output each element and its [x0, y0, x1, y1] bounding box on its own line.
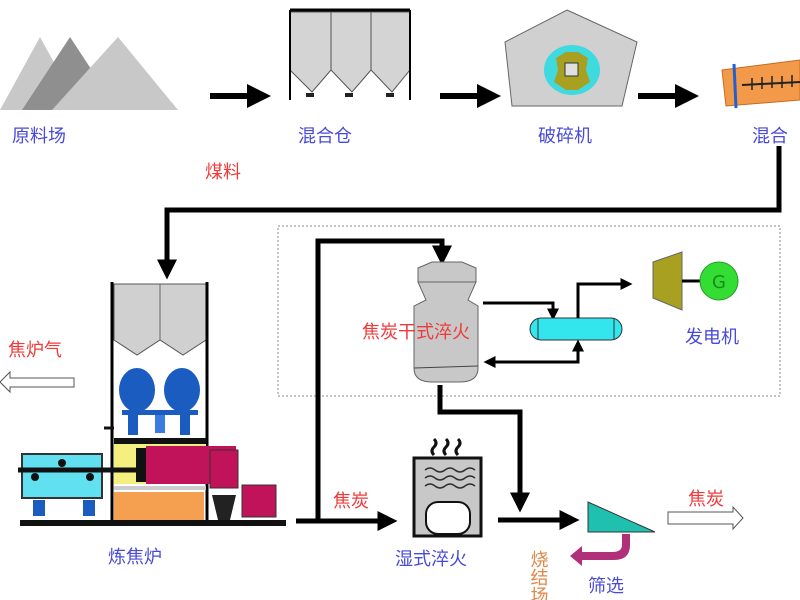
- coke-output-arrow: [667, 505, 744, 531]
- gas-output-arrow: [0, 370, 75, 394]
- raw-material-piles-icon: [0, 37, 178, 110]
- coal-label: 煤料: [205, 162, 241, 183]
- dry-quench-tower-icon: [413, 261, 479, 383]
- dry-coke-output-line: [437, 385, 530, 513]
- coke-oven-gas-label: 焦炉气: [8, 340, 62, 361]
- coke-oven-icon: [18, 282, 286, 526]
- sinter-label: 烧结场: [528, 550, 549, 600]
- steam-to-turbine-arrow: [576, 278, 633, 318]
- dry-quench-section-box: [277, 225, 781, 397]
- coke-oven-label: 炼焦炉: [108, 547, 162, 568]
- coal-feed-line: [157, 146, 782, 280]
- gas-return-arrow: [483, 356, 580, 368]
- coke-output-label: 焦炭: [688, 489, 724, 510]
- mixer-label: 混合: [752, 126, 788, 147]
- raw-yard-label: 原料场: [12, 126, 66, 147]
- crusher-icon: [504, 9, 638, 107]
- crusher-label: 破碎机: [538, 126, 592, 147]
- mixing-silos-icon: [289, 8, 411, 100]
- generator-symbol: G: [712, 272, 726, 293]
- dry-quench-feed-line: [315, 238, 452, 521]
- generator-label: 发电机: [685, 327, 739, 348]
- gas-to-boiler-arrow: [483, 301, 559, 321]
- sinter-return-arrow: [570, 534, 630, 566]
- dry-quench-label: 焦炭干式淬火: [362, 322, 470, 343]
- generator-icon: G: [699, 261, 739, 301]
- turbine-icon: [652, 251, 702, 311]
- screening-label: 筛选: [588, 576, 624, 597]
- coke-flow-label: 焦炭: [333, 491, 369, 512]
- mixing-bin-label: 混合仓: [298, 126, 352, 147]
- wet-quench-tower-icon: [412, 437, 483, 538]
- screening-icon: [587, 501, 656, 533]
- boiler-drum-icon: [529, 317, 623, 341]
- mixer-drum-icon: [721, 59, 800, 109]
- wet-quench-label: 湿式淬火: [395, 549, 467, 570]
